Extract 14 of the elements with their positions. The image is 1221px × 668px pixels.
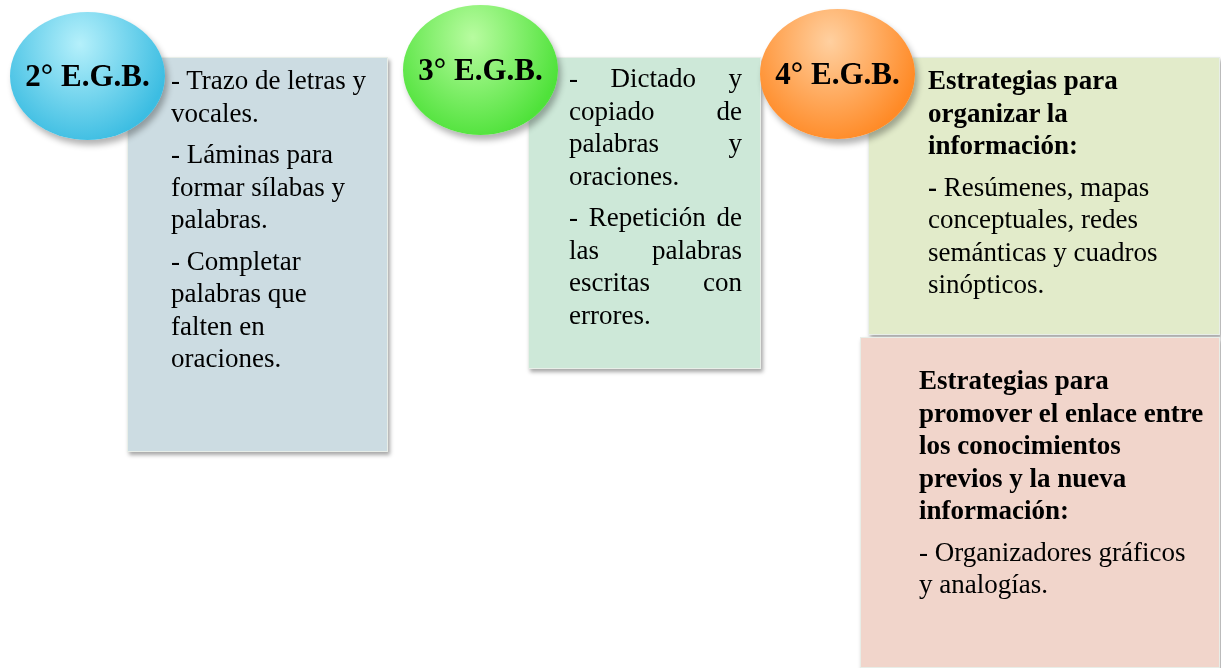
list-item: - Completar palabras que falten en oraciones.	[171, 244, 308, 375]
list-item: - Repetición de las palabras escritas con errores.	[569, 201, 742, 331]
grade-label: 3° E.G.B.	[418, 53, 543, 87]
list-item: - Láminas para formar sílabas y palabras.	[171, 138, 346, 236]
list-item: - Dictado y copiado de palabras y oraciones.	[569, 62, 742, 192]
grade-circle	[760, 9, 915, 139]
content-box	[860, 337, 1220, 668]
heading: Estrategias para organizar la información:	[928, 64, 1119, 162]
grade-label: 4° E.G.B.	[775, 57, 900, 91]
heading: Estrategias para promover el enlace entre los conocimientos previos y la nueva información:	[919, 364, 1205, 527]
list-item: - Resúmenes, mapas conceptuales, redes semánticas y cuadros sinópticos.	[928, 170, 1159, 301]
list-item: - Trazo de letras y vocales.	[171, 64, 367, 129]
list-item: - Organizadores gráficos y analogías.	[919, 535, 1187, 601]
grade-label: 2° E.G.B.	[25, 59, 150, 93]
